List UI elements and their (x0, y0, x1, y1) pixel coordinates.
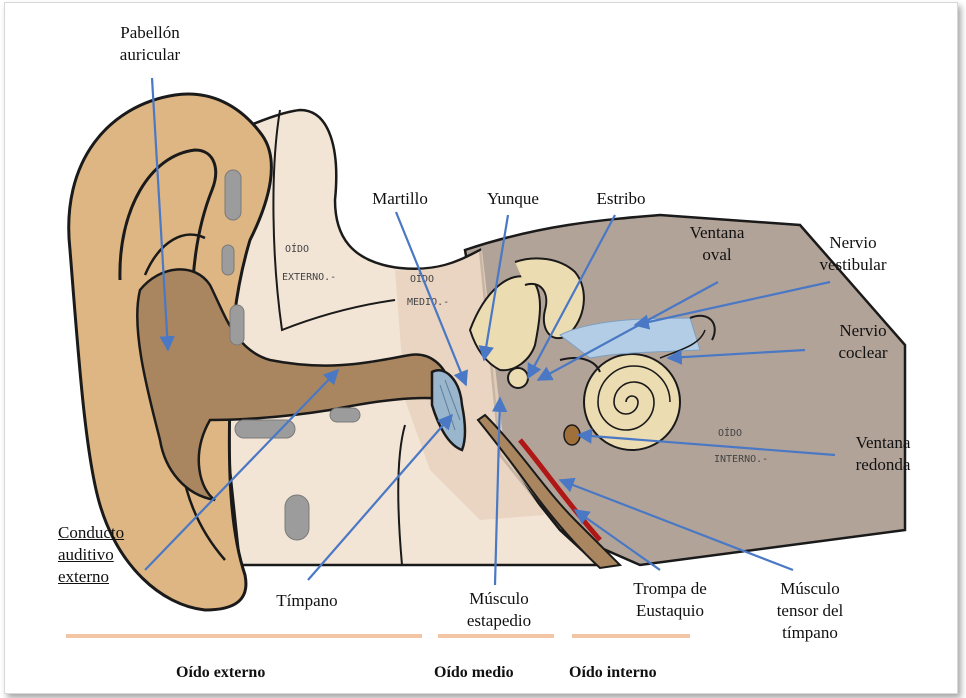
note-outer-1: OÍDO (285, 242, 309, 255)
note-inner-2: INTERNO.- (714, 454, 768, 465)
label-stapes: Estribo (576, 188, 666, 210)
note-outer-2: EXTERNO.- (282, 272, 336, 283)
label-eustachian: Trompa de Eustaquio (620, 578, 720, 622)
section-middle-ear: Oído medio (434, 664, 514, 682)
section-outer-ear: Oído externo (176, 664, 265, 682)
label-vestibular-nerve: Nervio vestibular (803, 232, 903, 276)
note-inner-1: OÍDO (718, 426, 742, 439)
label-eardrum: Tímpano (262, 590, 352, 612)
rule-outer (66, 634, 422, 638)
note-middle-2: MEDIO.- (407, 297, 449, 308)
label-oval-window: Ventana oval (682, 222, 752, 266)
section-inner-ear: Oído interno (569, 664, 657, 682)
label-stapedius: Músculo estapedio (454, 588, 544, 632)
rule-middle (438, 634, 554, 638)
label-round-window: Ventana redonda (838, 432, 928, 476)
section-rules (66, 634, 690, 638)
label-malleus: Martillo (355, 188, 445, 210)
label-pinna: Pabellón auricular (105, 22, 195, 66)
rule-inner (572, 634, 690, 638)
label-tensor: Músculo tensor del tímpano (760, 578, 860, 644)
label-ear-canal: Conducto auditivo externo (58, 522, 158, 588)
label-cochlear-nerve: Nervio coclear (818, 320, 908, 364)
label-incus: Yunque (468, 188, 558, 210)
